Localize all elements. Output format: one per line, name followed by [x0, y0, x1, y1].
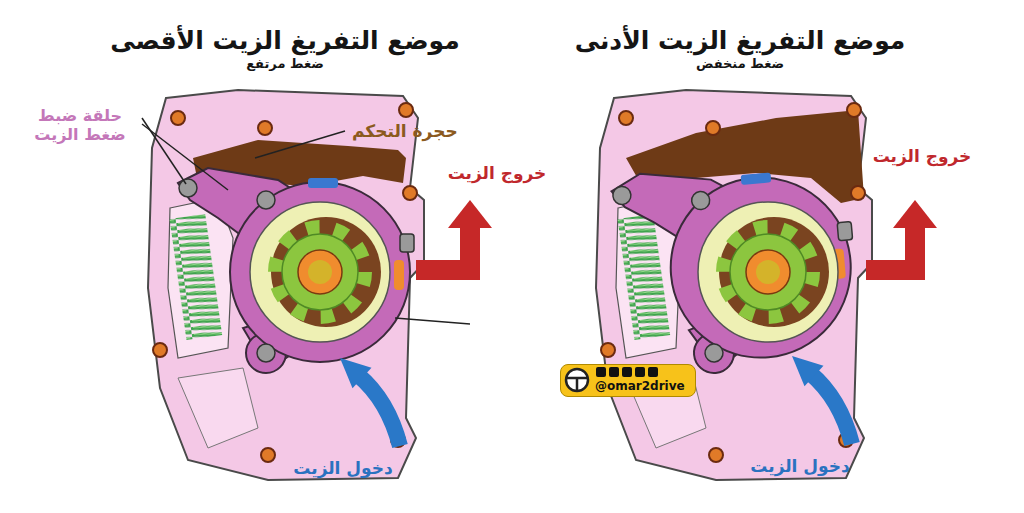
spring: [170, 214, 223, 340]
social-icon: [622, 367, 632, 377]
inlet-arrow: [792, 356, 852, 444]
panel-title: موضع التفريغ الزيت الأدنى: [525, 26, 955, 56]
leader-line: [142, 124, 228, 190]
arrow-head: [340, 358, 372, 388]
watermark-text: @omar2drive: [595, 380, 685, 393]
control-ring: [610, 156, 863, 381]
social-icon: [635, 367, 645, 377]
social-icon: [609, 367, 619, 377]
panel-heading: موضع التفريغ الزيت الأقصىضغط مرتفع: [70, 26, 500, 73]
wheel-icon: [567, 378, 587, 391]
part-label: حجرة التحكم: [352, 121, 458, 141]
pump-housing: [596, 90, 872, 480]
bolts: [601, 103, 865, 462]
flow-label: خروج الزيت: [448, 163, 547, 183]
control-ring: [610, 156, 863, 381]
outlet-arrow: [866, 226, 915, 270]
social-icon: [596, 367, 606, 377]
watermark-icons: [560, 364, 685, 396]
leader-line: [255, 131, 345, 158]
panel-subtitle: ضغط منخفض: [525, 56, 955, 73]
flow-label: دخول الزيت: [750, 456, 849, 476]
bolts: [153, 103, 417, 462]
pump-max: [148, 90, 424, 480]
panel-subtitle: ضغط مرتفع: [70, 56, 500, 73]
panel-heading: موضع التفريغ الزيت الأدنىضغط منخفض: [525, 26, 955, 73]
rotor: [698, 202, 838, 342]
leader-line: [395, 318, 470, 324]
arrow-head: [792, 356, 824, 386]
inlet-arrow: [358, 375, 400, 446]
part-label: حلقة ضبط ضغط الزيت: [21, 106, 139, 144]
spring: [618, 214, 671, 340]
pump-min: [596, 90, 872, 480]
outlet-arrow: [416, 226, 470, 270]
pump-housing: [148, 90, 424, 480]
arrow-head: [448, 200, 492, 228]
social-icon: [648, 367, 658, 377]
inlet-arrow: [810, 373, 852, 444]
arrow-head: [893, 200, 937, 228]
wheel-icon: [566, 369, 588, 391]
flow-label: خروج الزيت: [873, 146, 972, 166]
control-ring: [178, 168, 414, 373]
rotor: [250, 202, 390, 342]
flow-label: دخول الزيت: [293, 458, 392, 478]
leader-line: [142, 118, 186, 184]
panel-title: موضع التفريغ الزيت الأقصى: [70, 26, 500, 56]
